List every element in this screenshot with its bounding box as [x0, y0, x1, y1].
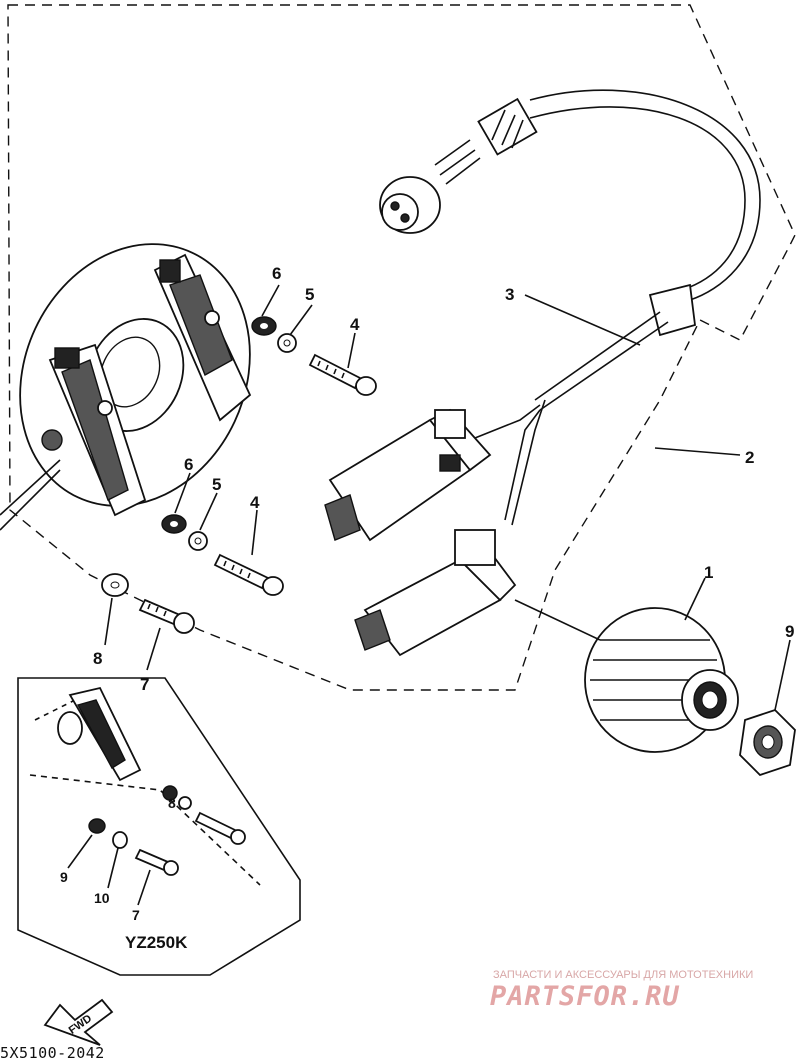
callout-10-inset: 10: [94, 890, 110, 906]
callout-9-main: 9: [785, 622, 794, 641]
callout-4-lower: 4: [250, 493, 260, 512]
screw-4-upper: [308, 353, 377, 396]
cdi-block-lower: [354, 529, 517, 657]
callout-3: 3: [505, 285, 514, 304]
cdi-block-upper: [324, 408, 492, 542]
callout-6-lower: 6: [184, 455, 193, 474]
washer-5-lower: [188, 531, 208, 551]
washer-5-upper: [277, 333, 297, 353]
washer-6-lower: [161, 514, 187, 534]
callout-7-main: 7: [140, 675, 149, 694]
washer-8: [101, 573, 129, 597]
callout-4-upper: 4: [350, 315, 360, 334]
washer-6-upper: [251, 316, 277, 336]
callout-8-inset: 8: [168, 795, 176, 811]
flywheel-rotor: [584, 607, 739, 753]
lower-stator-coil: [48, 343, 147, 517]
flywheel-nut: [739, 708, 796, 777]
inset-model-label: YZ250K: [125, 933, 188, 952]
callout-9-inset: 9: [60, 869, 68, 885]
yz250k-inset: 9 10 7 8 YZ250K: [17, 677, 301, 976]
watermark: ЗАПЧАСТИ И АКСЕССУАРЫ ДЛЯ МОТОТЕХНИКИ PA…: [490, 969, 753, 1012]
screw-7: [138, 598, 195, 634]
part-code: 5X5100-2042: [0, 1044, 105, 1061]
stator-base-plate: [19, 243, 251, 507]
watermark-logo: PARTSFOR.RU: [490, 981, 680, 1012]
leader-lines: [0, 284, 791, 711]
callout-7-inset: 7: [132, 907, 140, 923]
callout-6-upper: 6: [272, 264, 281, 283]
watermark-tagline: ЗАПЧАСТИ И АКСЕССУАРЫ ДЛЯ МОТОТЕХНИКИ: [493, 969, 753, 981]
wire-harness: [379, 89, 761, 526]
callout-5-upper: 5: [305, 285, 314, 304]
forward-arrow: FWD: [43, 998, 114, 1046]
callout-1: 1: [704, 563, 713, 582]
callout-2: 2: [745, 448, 754, 467]
upper-stator-coil: [153, 253, 252, 422]
screw-4-lower: [213, 553, 284, 596]
callout-5-lower: 5: [212, 475, 221, 494]
callout-8-main: 8: [93, 649, 102, 668]
